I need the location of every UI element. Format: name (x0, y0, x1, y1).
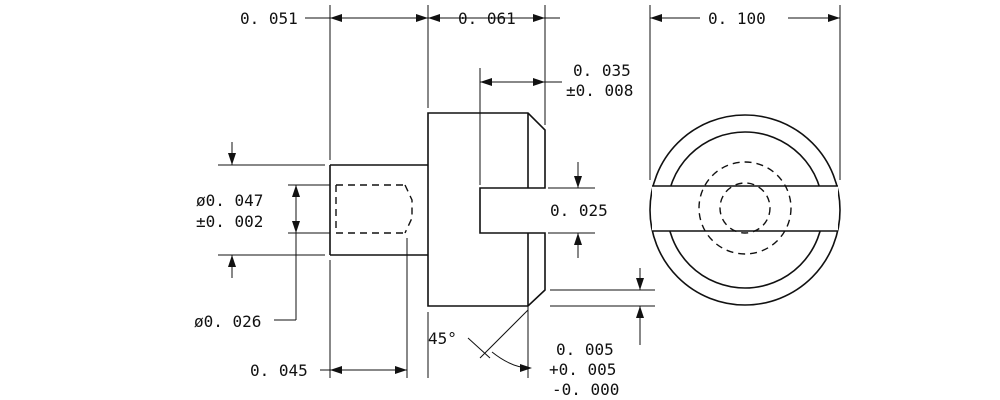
hidden-circle-small (719, 182, 771, 234)
dimension-labels: 0. 051 0. 061 0. 100 0. 035 ±0. 008 ø0. … (194, 9, 766, 399)
dimension-lines (218, 5, 841, 378)
dim-047-label: ø0. 047 (196, 191, 263, 210)
dim-005-tolerance-plus: +0. 005 (549, 360, 616, 379)
dim-045-label: 0. 045 (250, 361, 308, 380)
slot-band (652, 186, 838, 231)
dim-100-label: 0. 100 (708, 9, 766, 28)
pin-bore-hidden (335, 184, 413, 234)
dim-005-tolerance-minus: -0. 000 (552, 380, 619, 399)
pin-shank (329, 164, 428, 256)
dim-035-tolerance: ±0. 008 (566, 81, 633, 100)
dim-051-label: 0. 051 (240, 9, 298, 28)
head-body (427, 112, 546, 307)
dim-026-label: ø0. 026 (194, 312, 261, 331)
hidden-circle-large (698, 161, 792, 255)
side-view (329, 112, 546, 307)
dim-047-tolerance: ±0. 002 (196, 212, 263, 231)
dim-005-label: 0. 005 (556, 340, 614, 359)
dim-061-label: 0. 061 (458, 9, 516, 28)
outer-circle (649, 114, 841, 306)
dim-025-label: 0. 025 (550, 201, 608, 220)
angle-45-label: 45° (428, 329, 457, 348)
end-view (649, 114, 841, 306)
dim-035-label: 0. 035 (573, 61, 631, 80)
